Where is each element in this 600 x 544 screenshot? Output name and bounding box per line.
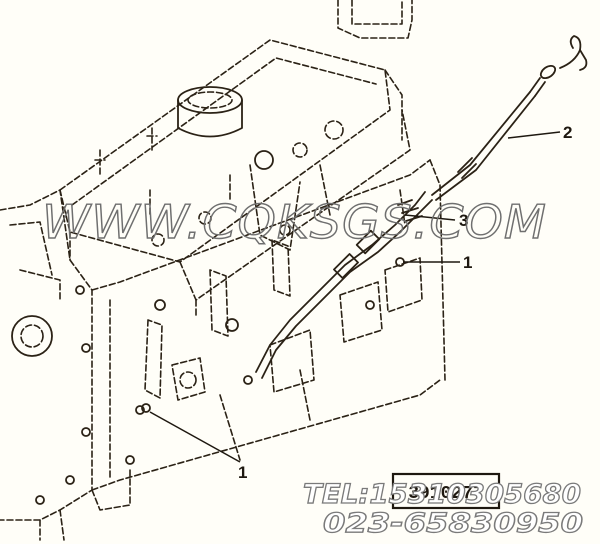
- callout-label-1-upper: 1: [463, 253, 472, 272]
- callout-leaders: [149, 131, 561, 463]
- engine-block: [0, 0, 446, 541]
- watermark-tel: TEL:15310305680: [303, 479, 581, 510]
- callout-label-2: 2: [563, 123, 572, 142]
- drawing-number: 3910277: [408, 484, 484, 504]
- dipstick: [431, 35, 588, 201]
- watermark-site: WWW.CQKSGS.COM: [42, 195, 547, 249]
- callout-label-3: 3: [459, 211, 468, 230]
- drawing-number-box: 3910277: [391, 472, 501, 510]
- watermark-phone: 023-65830950: [323, 508, 583, 539]
- callout-label-1-lower: 1: [238, 463, 247, 482]
